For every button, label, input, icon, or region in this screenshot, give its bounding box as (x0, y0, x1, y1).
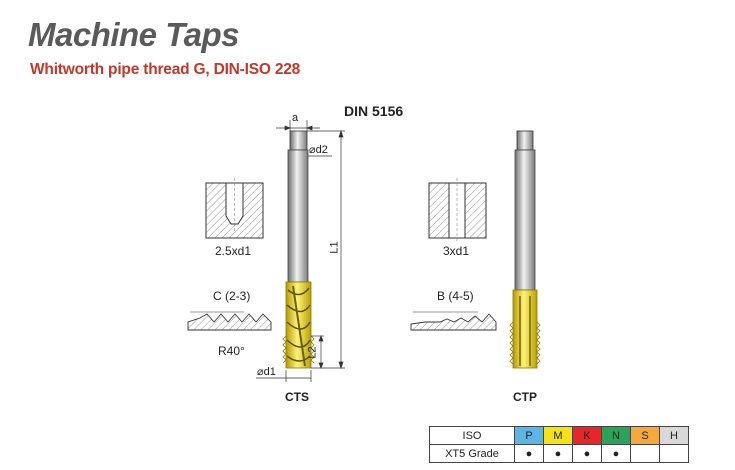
left-chamfer-label: C (2-3) (213, 289, 251, 303)
grade-mark-m: ● (543, 444, 573, 463)
iso-header-label: ISO (429, 426, 515, 445)
right-chamfer-label: B (4-5) (437, 289, 474, 303)
page-subtitle: Whitworth pipe thread G, DIN-ISO 228 (30, 61, 301, 78)
through-hole-block (428, 178, 487, 243)
chamfer-profile-c (187, 311, 272, 331)
dim-d2-label: ⌀d2 (309, 144, 328, 156)
iso-group-n: N (601, 426, 631, 445)
grade-mark-k: ● (572, 444, 602, 463)
iso-group-p: P (514, 426, 544, 445)
grade-label: XT5 Grade (429, 444, 515, 463)
iso-group-k: K (572, 426, 602, 445)
page-title: Machine Taps (28, 16, 240, 53)
iso-group-h: H (659, 426, 689, 445)
ctp-label: CTP (513, 390, 537, 404)
cts-label: CTS (285, 390, 309, 404)
blind-hole-block (205, 178, 264, 239)
grade-mark-h (659, 444, 689, 463)
standard-label: DIN 5156 (344, 103, 404, 119)
iso-grade-table: ISO P M K N S H XT5 Grade ● ● ● ● (429, 426, 689, 463)
dim-d1-label: ⌀d1 (257, 366, 276, 378)
right-hole-label: 3xd1 (443, 244, 470, 258)
iso-grade-row: XT5 Grade ● ● ● ● (429, 444, 689, 463)
grade-mark-n: ● (601, 444, 631, 463)
left-hole-label: 2.5xd1 (215, 244, 252, 258)
dim-L2-label: L2 (306, 346, 319, 359)
cts-tap (282, 130, 315, 369)
iso-header-row: ISO P M K N S H (429, 426, 689, 445)
left-angle-label: R40° (218, 344, 245, 358)
chamfer-profile-b (410, 311, 497, 331)
ctp-tap (509, 130, 541, 369)
grade-mark-p: ● (514, 444, 544, 463)
grade-mark-s (630, 444, 660, 463)
dim-L1-label: L1 (328, 241, 341, 254)
dim-a-label: a (292, 112, 299, 124)
iso-group-m: M (543, 426, 573, 445)
cts-dimensions (256, 120, 345, 382)
iso-group-s: S (630, 426, 660, 445)
